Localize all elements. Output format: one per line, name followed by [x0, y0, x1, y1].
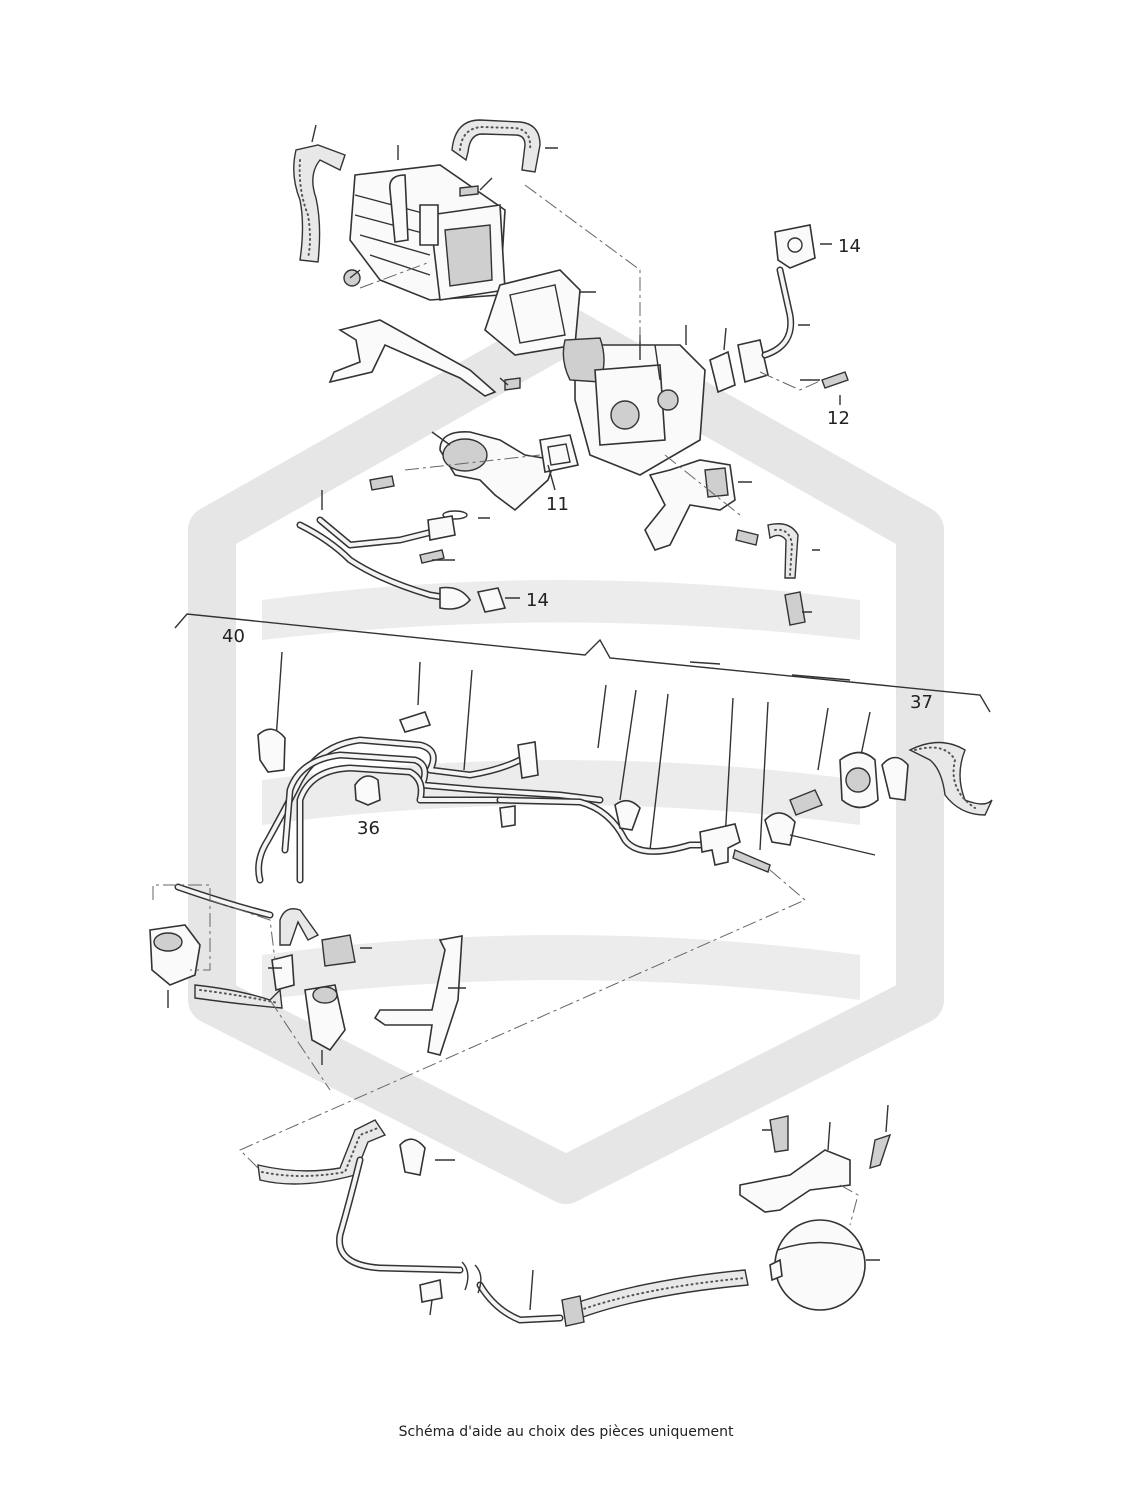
clip-left — [257, 728, 286, 773]
gasket-14-lower — [476, 587, 507, 613]
coolant-hose-left — [293, 144, 346, 263]
hose-lower-left — [257, 1119, 387, 1185]
diagram-caption: Schéma d'aide au choix des pièces unique… — [398, 1424, 734, 1440]
sensor — [784, 591, 806, 626]
callout-11: 11 — [546, 494, 569, 515]
flange-top — [774, 224, 816, 269]
hose-short-right — [767, 523, 799, 579]
bolt-bracket-left — [769, 1115, 789, 1153]
vacuum-lines-assembly — [149, 651, 993, 1173]
solenoid-valve-center — [304, 984, 346, 1052]
gasket-11 — [539, 434, 579, 473]
callout-12: 12 — [827, 408, 850, 429]
screw-bracket-right — [869, 1133, 892, 1169]
clip-mid — [614, 799, 641, 831]
hose-reservoir — [569, 1269, 749, 1321]
clip-bottom — [419, 1279, 443, 1303]
callout-37: 37 — [910, 692, 933, 713]
clip-upper — [398, 711, 432, 733]
callout-36: 36 — [357, 818, 380, 839]
bolt-small — [459, 185, 479, 197]
bolt-12 — [821, 371, 849, 389]
hose-bottom-left — [194, 984, 283, 1009]
vacuum-reservoir-assembly — [257, 1104, 892, 1327]
leader-lines-upper — [311, 124, 841, 613]
vacuum-reservoir — [774, 1219, 866, 1311]
bolt-left — [369, 475, 395, 491]
flange-gasket-2 — [737, 339, 769, 384]
clip-far-right — [881, 756, 909, 801]
group-bracket — [174, 613, 991, 713]
callout-40: 40 — [222, 626, 245, 647]
reservoir-bracket — [739, 1149, 851, 1213]
callout-14b: 14 — [526, 590, 549, 611]
rubber-block — [321, 934, 356, 967]
hose-far-right — [908, 741, 993, 816]
tee-fitting — [699, 823, 741, 866]
clip-36 — [354, 775, 381, 806]
clip-right — [764, 812, 796, 846]
cooler-bracket — [328, 319, 497, 397]
coolant-hose-top — [451, 119, 541, 173]
callout-14a: 14 — [838, 236, 861, 257]
egr-valve-assembly — [296, 224, 849, 626]
connector — [271, 953, 295, 992]
check-valve — [789, 789, 823, 816]
callout-labels: 14 12 11 14 40 37 36 — [222, 236, 933, 839]
support-bracket — [373, 935, 463, 1056]
egr-cooler-assembly — [293, 119, 581, 397]
flange-gasket — [709, 350, 736, 394]
clip-lower — [399, 1138, 426, 1176]
